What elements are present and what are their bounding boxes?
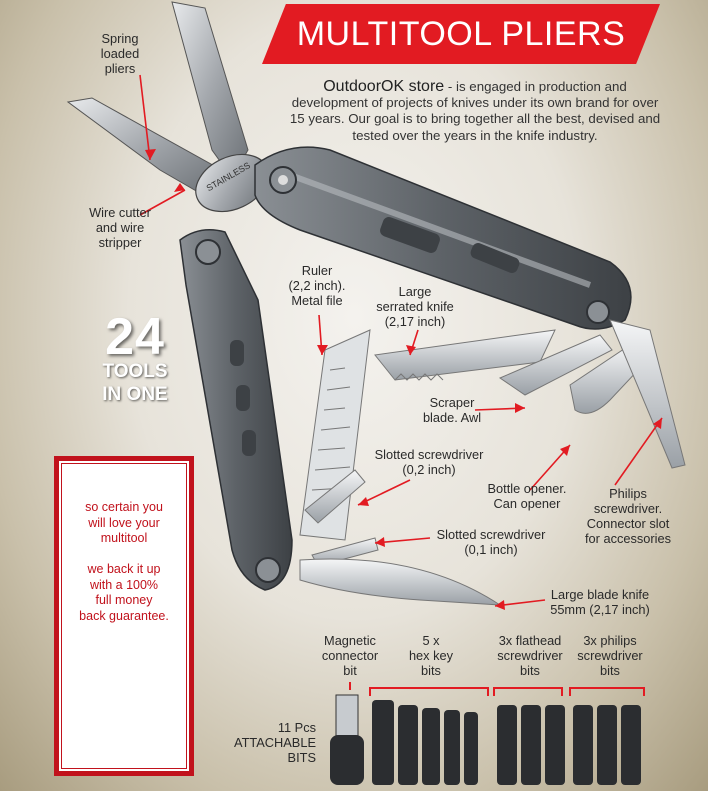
- intro-text: - is engaged in production and developme…: [289, 79, 661, 143]
- guarantee-box: [54, 456, 194, 776]
- scraper-blade: [498, 334, 613, 396]
- label-bottle-opener: Bottle opener.Can opener: [487, 481, 567, 511]
- label-ruler: Ruler(2,2 inch).Metal file: [288, 263, 346, 308]
- large-blade-knife: [299, 558, 502, 606]
- bottle-opener: [569, 344, 641, 414]
- store-name: OutdoorOK store: [323, 78, 445, 95]
- lower-handle: [179, 229, 293, 591]
- upper-handle: [254, 146, 632, 330]
- title-banner: [262, 4, 660, 64]
- slotted-screwdriver-02: [304, 469, 366, 524]
- tools-count: 24: [105, 308, 165, 366]
- label-slotted-screwdriver-02: Slotted screwdriver(0,2 inch): [374, 447, 484, 477]
- label-slotted-screwdriver-01: Slotted screwdriver(0,1 inch): [436, 527, 546, 557]
- page-title: MULTITOOL PLIERS: [296, 15, 626, 53]
- bits-row: [330, 682, 645, 785]
- plier-jaw-lower: [66, 97, 219, 197]
- seal-top-text: 100% GUARANTEE: [86, 664, 160, 673]
- ruler-tool: [299, 329, 371, 541]
- philips-screwdriver: [609, 319, 686, 469]
- intro-paragraph: OutdoorOK store - is engaged in producti…: [285, 78, 665, 144]
- seal-bottom-text: 100% GUARANTEE: [86, 730, 160, 739]
